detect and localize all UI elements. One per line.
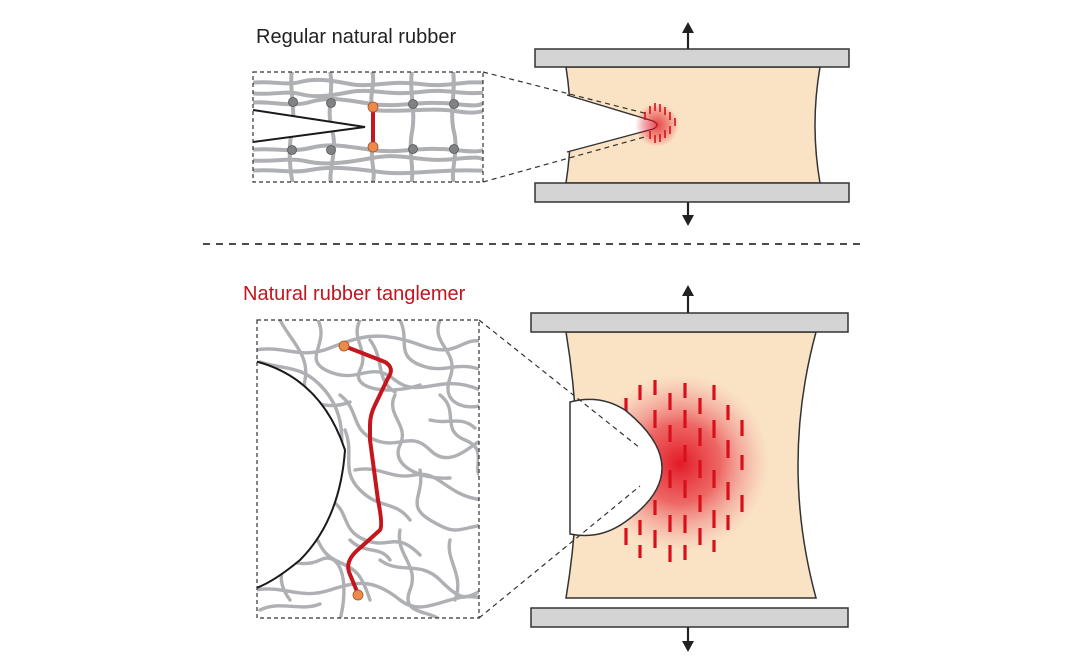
top-inset-frame (252, 71, 484, 183)
top-stress-zone (635, 103, 679, 147)
top-upper-plate (534, 48, 850, 68)
top-pull-arrow-up (682, 22, 694, 49)
tanglemer-title: Natural rubber tanglemer (243, 283, 466, 305)
top-zoom-lines (482, 71, 649, 183)
bottom-upper-plate (530, 312, 849, 333)
bottom-pull-arrow-up (682, 285, 694, 313)
top-network-inset (253, 72, 483, 182)
top-pull-arrow-down (682, 202, 694, 226)
regular-rubber-title: Regular natural rubber (256, 26, 457, 48)
bottom-inset-frame (256, 319, 480, 619)
bottom-blunted-crack (569, 398, 663, 537)
bottom-network-inset (257, 320, 479, 618)
bottom-pull-arrow-down (682, 627, 694, 652)
bottom-lower-plate (530, 607, 849, 628)
bottom-zoom-lines (478, 319, 641, 619)
top-lower-plate (534, 182, 850, 203)
